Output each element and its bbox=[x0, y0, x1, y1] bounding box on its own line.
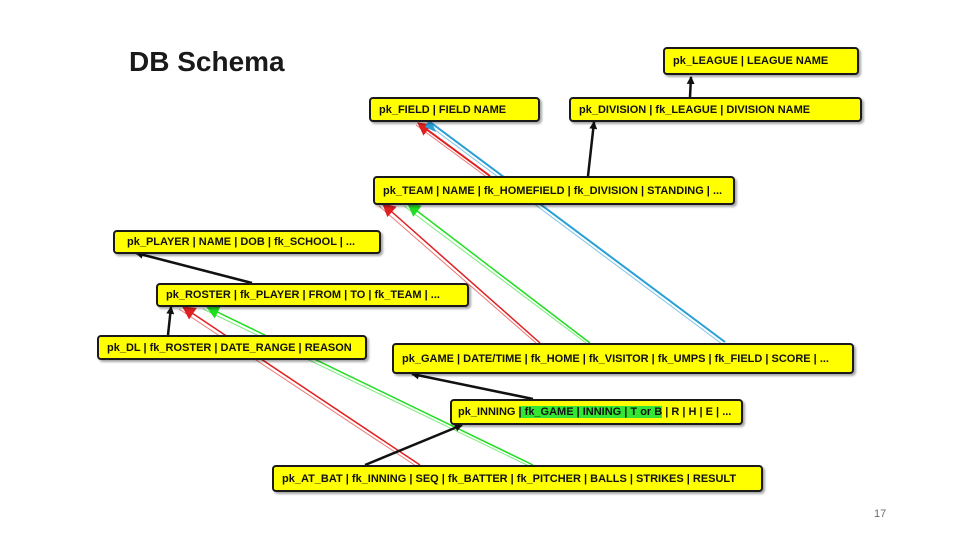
field-table-fields: pk_FIELD | FIELD NAME bbox=[379, 103, 507, 116]
arrow-roster-to-player bbox=[135, 250, 253, 285]
game-table-fields: pk_GAME | DATE/TIME | fk_HOME | fk_VISIT… bbox=[402, 352, 829, 365]
arrow-atbat-to-roster-batter bbox=[182, 306, 421, 466]
league-table: pk_LEAGUE | LEAGUE NAME bbox=[663, 47, 859, 75]
league-table-fields: pk_LEAGUE | LEAGUE NAME bbox=[673, 55, 829, 67]
inning-table-highlighted-fields: | fk_GAME | INNING | T or B bbox=[518, 406, 663, 418]
slide-title: DB Schema bbox=[129, 46, 285, 77]
player-table-fields: pk_PLAYER | NAME | DOB | fk_SCHOOL | ... bbox=[127, 236, 356, 248]
arrow-team-to-field bbox=[417, 122, 491, 177]
arrow-inning-to-game bbox=[411, 371, 534, 401]
team-table-fields: pk_TEAM | NAME | fk_HOMEFIELD | fk_DIVIS… bbox=[383, 184, 723, 197]
slide-number: 17 bbox=[874, 508, 887, 520]
roster-table-fields: pk_ROSTER | fk_PLAYER | FROM | TO | fk_T… bbox=[166, 289, 440, 301]
game-table: pk_GAME | DATE/TIME | fk_HOME | fk_VISIT… bbox=[392, 343, 854, 374]
inning-table-pk: pk_INNING bbox=[458, 406, 519, 418]
arrow-game-to-field bbox=[429, 121, 726, 343]
arrow-atbat-to-roster-pitcher bbox=[206, 305, 534, 466]
arrow-dl-to-roster bbox=[166, 306, 175, 336]
arrow-game-to-team-home bbox=[382, 203, 541, 344]
inning-table: pk_INNING | fk_GAME | INNING | T or B | … bbox=[450, 399, 743, 425]
at-bat-table-fields: pk_AT_BAT | fk_INNING | SEQ | fk_BATTER … bbox=[282, 472, 737, 485]
arrow-head-blue bbox=[425, 118, 436, 132]
player-table: pk_PLAYER | NAME | DOB | fk_SCHOOL | ... bbox=[113, 230, 381, 254]
field-table: pk_FIELD | FIELD NAME bbox=[369, 97, 540, 122]
arrow-atbat-to-inning bbox=[364, 423, 463, 467]
arrow-team-to-division bbox=[586, 121, 598, 177]
inning-table-stats: | R | H | E | ... bbox=[662, 406, 732, 418]
team-table: pk_TEAM | NAME | fk_HOMEFIELD | fk_DIVIS… bbox=[373, 176, 735, 205]
division-table-fields: pk_DIVISION | fk_LEAGUE | DIVISION NAME bbox=[579, 103, 811, 116]
dl-table: pk_DL | fk_ROSTER | DATE_RANGE | REASON bbox=[97, 335, 367, 360]
arrow-division-to-league bbox=[686, 76, 695, 98]
arrow-game-to-team-visitor bbox=[407, 203, 591, 344]
division-table: pk_DIVISION | fk_LEAGUE | DIVISION NAME bbox=[569, 97, 862, 122]
at-bat-table: pk_AT_BAT | fk_INNING | SEQ | fk_BATTER … bbox=[272, 465, 763, 492]
dl-table-fields: pk_DL | fk_ROSTER | DATE_RANGE | REASON bbox=[107, 341, 352, 354]
roster-table: pk_ROSTER | fk_PLAYER | FROM | TO | fk_T… bbox=[156, 283, 469, 307]
